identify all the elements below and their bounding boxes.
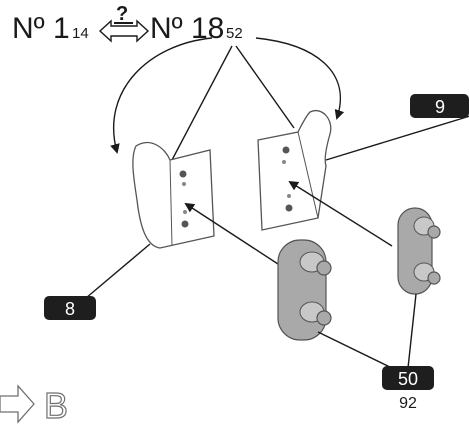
from-page-number: 14 bbox=[72, 25, 89, 42]
insert-arrow-right bbox=[288, 180, 393, 247]
leader-line-8 bbox=[85, 243, 151, 299]
to-part-number: Nº 18 bbox=[150, 12, 224, 45]
part-label-9-text: 9 bbox=[435, 97, 445, 117]
insert-arrow-left bbox=[184, 202, 279, 265]
double-arrow-icon bbox=[98, 19, 150, 43]
header-reference: Nº 1 14 ? Nº 18 52 bbox=[12, 3, 243, 45]
curved-arrow-right bbox=[255, 37, 345, 120]
left-bracket-plate bbox=[132, 141, 215, 249]
leader-line-50-right bbox=[407, 293, 417, 369]
from-part-number: Nº 1 bbox=[12, 12, 70, 45]
part-label-50: 50 bbox=[382, 366, 434, 390]
left-peg-block bbox=[277, 239, 332, 341]
leader-line-right-plate bbox=[235, 45, 295, 129]
leader-line-9 bbox=[325, 115, 469, 161]
next-step-letter: B bbox=[44, 385, 68, 426]
part-label-50-text: 50 bbox=[398, 369, 418, 389]
part-label-9: 9 bbox=[410, 94, 469, 118]
curved-arrow-left bbox=[110, 37, 213, 154]
leader-line-left-plate bbox=[171, 45, 233, 161]
leader-line-50-left bbox=[317, 331, 397, 371]
right-peg-block bbox=[397, 207, 441, 295]
to-page-number: 52 bbox=[226, 25, 243, 42]
right-bracket-plate bbox=[257, 109, 332, 231]
part-label-50-page: 92 bbox=[399, 395, 417, 412]
part-label-8-text: 8 bbox=[65, 299, 75, 319]
next-step-arrow-icon bbox=[0, 384, 35, 424]
question-mark: ? bbox=[116, 3, 128, 25]
part-label-8: 8 bbox=[44, 296, 96, 320]
